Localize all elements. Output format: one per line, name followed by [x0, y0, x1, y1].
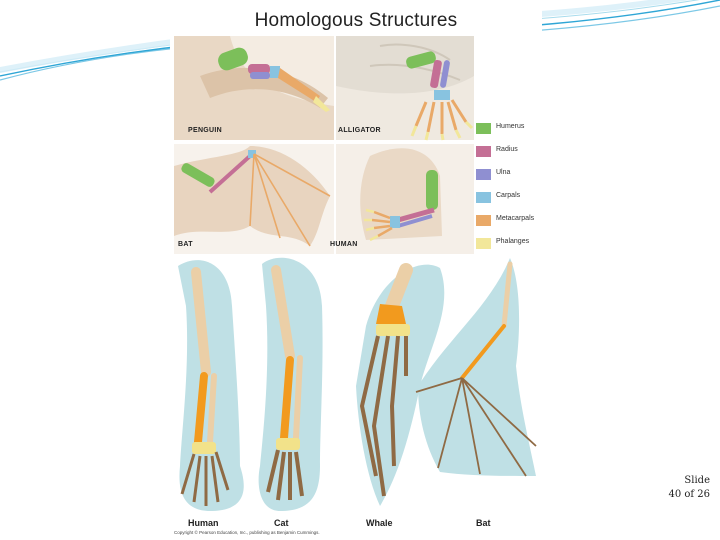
alligator-humerus [406, 51, 436, 69]
label-skeleton-cat: Cat [274, 518, 289, 528]
alligator-panel [336, 36, 474, 141]
legend-label: Carpals [496, 192, 521, 199]
label-skeleton-human: Human [188, 518, 219, 528]
bat-wing-radius [460, 324, 506, 380]
legend-label: Metacarpals [496, 215, 535, 222]
legend-swatch-ulna [476, 169, 491, 180]
cat-limb-digits [266, 449, 304, 501]
alligator-carpals [434, 90, 450, 100]
cat-limb-carpals [276, 438, 300, 450]
penguin-ulna [250, 72, 270, 79]
legend-item-phalanges: Phalanges [474, 235, 542, 258]
penguin-metacarpals [278, 68, 320, 102]
penguin-radius [248, 64, 270, 74]
human-metacarpals [371, 210, 393, 238]
legend-item-metacarpals: Metacarpals [474, 212, 542, 235]
human-ulna [397, 214, 433, 228]
human-limb-ulna [207, 373, 217, 445]
whale-digits [359, 335, 408, 497]
copyright-notice: Copyright © Pearson Education, Inc., pub… [174, 530, 320, 535]
bat-radius [208, 154, 252, 194]
whale-radius-ulna [376, 304, 406, 324]
penguin-carpals [270, 66, 280, 78]
legend-item-radius: Radius [474, 143, 542, 166]
cat-limb-radius [280, 356, 294, 442]
label-alligator: ALLIGATOR [338, 127, 381, 134]
legend-item-humerus: Humerus [474, 120, 542, 143]
bat-humerus [181, 163, 215, 187]
legend-label: Humerus [496, 123, 525, 130]
legend-label: Ulna [496, 169, 511, 176]
slide-counter-value: 40 of 26 [668, 489, 710, 500]
human-limb-carpals [192, 442, 216, 454]
figure-artwork [174, 36, 538, 526]
bat-metacarpals [249, 153, 331, 247]
human-limb-humerus [191, 267, 211, 377]
slide-counter-label: Slide [684, 475, 710, 486]
legend-swatch-metacarpals [476, 215, 491, 226]
legend-label: Radius [496, 146, 518, 153]
legend-item-ulna: Ulna [474, 166, 542, 189]
legend-swatch-carpals [476, 192, 491, 203]
whale-carpals [376, 324, 410, 336]
label-skeleton-whale: Whale [366, 518, 393, 528]
human-carpals [390, 216, 400, 228]
legend-swatch-phalanges [476, 238, 491, 249]
bat-wing-digits [415, 377, 537, 477]
bone-legend: Humerus Radius Ulna Carpals Metacarpals … [474, 120, 542, 258]
human-phalanges [364, 208, 379, 242]
legend-swatch-radius [476, 146, 491, 157]
alligator-metacarpals [414, 99, 468, 134]
legend-label: Phalanges [496, 238, 530, 245]
cat-limb-ulna [293, 355, 303, 441]
legend-item-carpals: Carpals [474, 189, 542, 212]
penguin-panel [174, 36, 334, 140]
alligator-radius [430, 59, 442, 89]
figure-title: Homologous Structures [254, 10, 458, 31]
human-humerus [426, 170, 438, 210]
slide-counter: Slide 40 of 26 [650, 474, 710, 502]
penguin-humerus [218, 47, 248, 71]
bottom-skeleton-panel [174, 256, 538, 526]
bat-carpals [248, 150, 256, 158]
legend-swatch-humerus [476, 123, 491, 134]
label-skeleton-bat: Bat [476, 518, 491, 528]
label-human: HUMAN [330, 241, 358, 248]
whale-humerus [385, 263, 413, 313]
cat-limb-humerus [271, 265, 295, 361]
human-limb-digits [180, 451, 230, 506]
alligator-ulna [440, 60, 450, 88]
alligator-phalanges [410, 120, 474, 141]
penguin-phalanges [313, 96, 330, 112]
homologous-structures-figure: Homologous Structures PENGUIN ALLIGATOR … [170, 6, 542, 540]
human-limb-radius [194, 372, 208, 446]
label-penguin: PENGUIN [188, 127, 222, 134]
human-radius [397, 207, 435, 223]
bat-panel [174, 144, 334, 254]
human-panel [336, 144, 474, 254]
bat-wing-humerus [501, 261, 513, 329]
label-bat: BAT [178, 241, 193, 248]
